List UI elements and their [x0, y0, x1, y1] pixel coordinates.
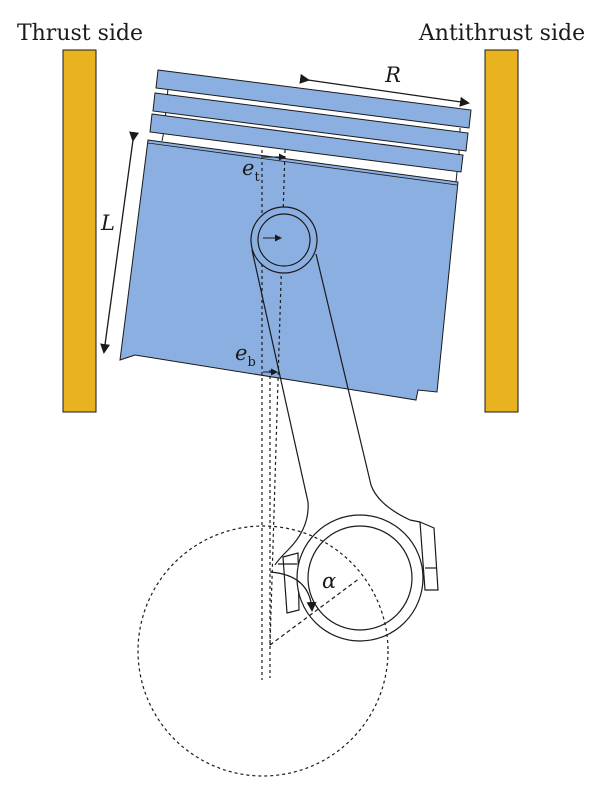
- antithrust-side-wall: [484, 49, 519, 413]
- l-dimension-arrow: [100, 131, 140, 354]
- big-end-inner-circle: [307, 525, 413, 631]
- antithrust-side-label: Antithrust side: [418, 21, 585, 46]
- e-b-label: eb: [235, 341, 256, 370]
- l-label: L: [100, 211, 115, 235]
- piston-top-edge: [147, 142, 458, 186]
- thrust-side-label: Thrust side: [17, 21, 143, 46]
- crank-circle: [137, 525, 389, 777]
- piston-ring-bottom: [149, 113, 464, 173]
- reference-lines: [261, 149, 286, 680]
- connecting-rod: [251, 249, 421, 566]
- alpha-label: α: [322, 569, 336, 593]
- alpha-angle-arc: [269, 571, 317, 612]
- e-t-label: et: [242, 156, 260, 185]
- big-end: [278, 521, 439, 614]
- piston-ring-middle: [152, 92, 469, 152]
- r-label: R: [384, 63, 401, 87]
- thrust-side-wall: [62, 49, 97, 413]
- r-dimension-arrow: [299, 73, 470, 107]
- small-end-inner: [257, 213, 311, 267]
